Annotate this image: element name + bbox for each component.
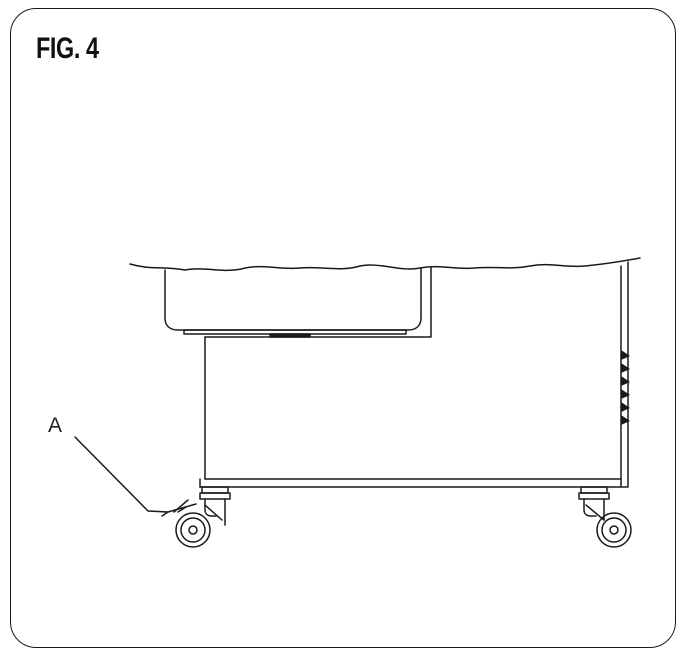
right-caster bbox=[578, 486, 632, 548]
caster-brake-pedal bbox=[161, 499, 197, 517]
left-caster bbox=[175, 486, 231, 548]
figure-title: FIG. 4 bbox=[36, 32, 99, 65]
basin bbox=[164, 267, 422, 331]
callout-leader-A bbox=[74, 436, 169, 513]
callout-label-A: A bbox=[48, 414, 62, 437]
support-bracket bbox=[204, 267, 432, 338]
figure-frame bbox=[10, 8, 676, 648]
side-vents bbox=[621, 350, 630, 425]
break-line bbox=[129, 257, 641, 272]
